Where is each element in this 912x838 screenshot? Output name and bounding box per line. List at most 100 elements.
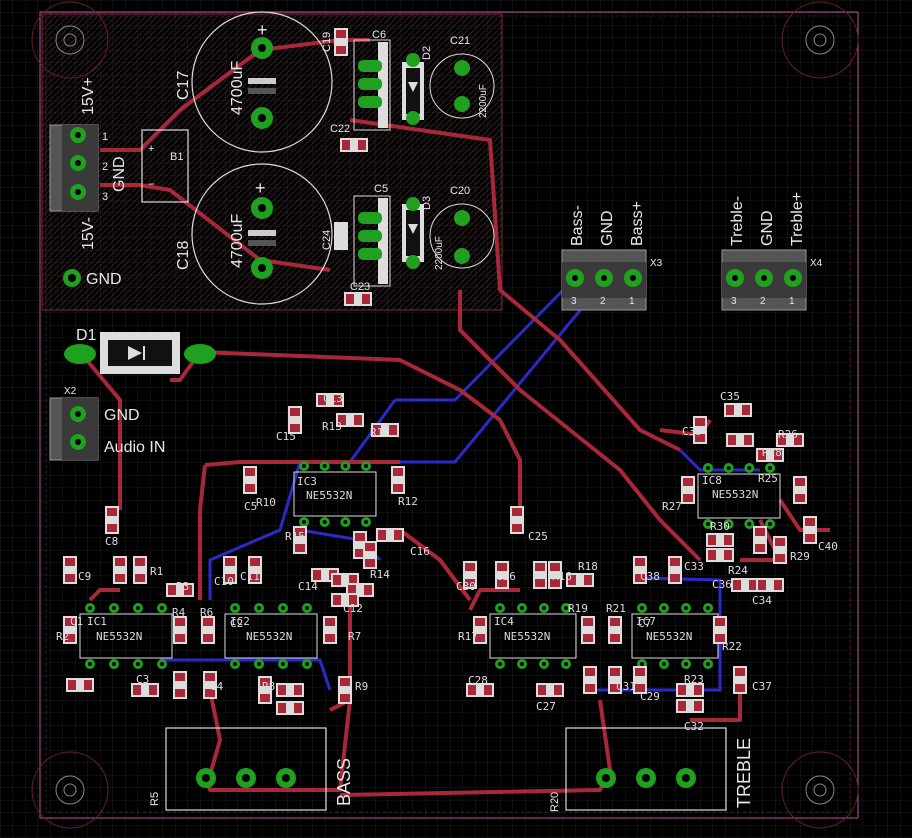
diode-d3[interactable]: D3: [402, 196, 433, 269]
component-label: C10: [214, 575, 234, 588]
gnd-testpoint[interactable]: GND: [63, 269, 122, 288]
component-label: R30: [710, 520, 730, 533]
ic-pin-hole: [542, 606, 546, 610]
smd-pad: [715, 634, 725, 642]
smd-pad: [333, 595, 341, 605]
ic-pin-hole: [662, 662, 666, 666]
connector-treble[interactable]: 3 2 1 X4: [721, 249, 823, 311]
c24-ref: C24: [321, 230, 333, 250]
smd-c19[interactable]: C19: [321, 28, 348, 56]
treble-pin2: 2: [760, 296, 766, 307]
smd-pad: [724, 550, 732, 560]
pot-r5-ref: R5: [149, 792, 161, 806]
x1-label-15v-minus: 15V-: [80, 217, 97, 250]
ic-pin-hole: [305, 606, 309, 610]
smd-pad: [795, 478, 805, 486]
cap-c17[interactable]: + 4700uF C17: [175, 11, 333, 153]
smd-c23[interactable]: C23: [344, 281, 372, 306]
svg-text:+: +: [257, 20, 268, 40]
bridge-rectifier-b1[interactable]: + − B1: [141, 129, 189, 203]
cap-c18[interactable]: + 4700uF C18: [175, 163, 333, 305]
ic-ic1[interactable]: IC1 NE5532N: [79, 613, 173, 659]
component-label: R23: [684, 673, 704, 686]
smd-pad: [175, 634, 185, 642]
diode-d2[interactable]: D2: [402, 46, 433, 125]
component-label: R9: [355, 680, 368, 693]
smd-pad: [678, 701, 686, 711]
smd-pad: [774, 580, 782, 590]
ic-pin-hole: [706, 662, 710, 666]
smd-pad: [115, 558, 125, 566]
smd-pad: [334, 395, 342, 405]
power-block: 1 2 3 15V+ GND 15V- + − B1 + 4700uF C17: [49, 11, 495, 306]
smd-pad: [724, 535, 732, 545]
smd-pad: [468, 685, 476, 695]
diode-d1[interactable]: D1: [64, 327, 216, 374]
cap-c20[interactable]: C20 2200uF: [429, 185, 495, 270]
ic-pin-hole: [520, 606, 524, 610]
ic-pin-hole: [322, 520, 327, 524]
smd-pad: [349, 595, 357, 605]
smd-pad: [758, 450, 766, 460]
smd-pad: [465, 579, 475, 587]
component-label: R6: [200, 606, 213, 619]
component-label: R11: [370, 426, 390, 439]
ic-pin-hole: [640, 662, 644, 666]
component-label: R14: [370, 568, 390, 581]
regulator-c6[interactable]: C6: [353, 29, 391, 131]
pot-bass[interactable]: R5 BASS: [149, 727, 354, 811]
smd-pad: [355, 549, 365, 557]
smd-pad: [583, 618, 593, 626]
b1-label: B1: [170, 151, 183, 163]
component-label: C37: [752, 680, 772, 693]
smd-pad: [135, 558, 145, 566]
regulator-c5[interactable]: C5: [353, 183, 391, 287]
smd-pad: [175, 673, 185, 681]
bass-pin1: 1: [629, 296, 635, 307]
ic-pin-hole: [768, 466, 772, 470]
smd-pad: [354, 415, 362, 425]
smd-pad: [497, 563, 507, 571]
component-label: C28: [468, 674, 488, 687]
smd-pad: [550, 563, 560, 571]
ic8-part: NE5532N: [712, 488, 758, 501]
component-label: C9: [78, 570, 91, 583]
pot-treble[interactable]: R20 TREBLE: [549, 727, 754, 812]
cap-c21[interactable]: C21 2200uF: [429, 35, 495, 119]
component-label: R24: [728, 564, 748, 577]
ic7-part: NE5532N: [646, 630, 692, 643]
ic-ic8[interactable]: IC8 NE5532N: [697, 473, 781, 519]
smd-pad: [550, 579, 560, 587]
smd-pad: [260, 694, 270, 702]
smd-pad: [742, 405, 750, 415]
ic-pin-pads: [85, 461, 775, 669]
component-label: C15: [276, 430, 296, 443]
component-label: C13: [323, 392, 343, 405]
bass-label-plus: Bass+: [629, 201, 646, 246]
smd-pad: [290, 408, 300, 416]
treble-label-plus: Treble+: [789, 192, 806, 246]
component-label: R27: [662, 500, 682, 513]
connector-x1[interactable]: 1 2 3: [49, 124, 108, 212]
smd-pad: [584, 575, 592, 585]
smd-pad: [250, 574, 260, 582]
ic-ic3[interactable]: IC3 NE5532N: [293, 471, 377, 517]
ic-ic2[interactable]: IC2 NE5532N: [224, 613, 318, 659]
smd-pad: [313, 570, 321, 580]
ic-pin-hole: [542, 662, 546, 666]
smd-pad: [635, 574, 645, 582]
smd-pad: [84, 680, 92, 690]
smd-pad: [695, 434, 705, 442]
connector-x2[interactable]: X2 GND Audio IN: [49, 386, 165, 461]
ic-pin-hole: [726, 522, 731, 526]
ic-pin-hole: [364, 520, 368, 524]
smd-pad: [775, 554, 785, 562]
ic-ic4[interactable]: IC4 NE5532N: [489, 613, 577, 659]
connector-bass[interactable]: 3 2 1 X3: [561, 249, 663, 311]
smd-pad: [733, 580, 741, 590]
ic4-part: NE5532N: [504, 630, 550, 643]
component-label: R25: [758, 472, 778, 485]
component-label: C36: [712, 578, 732, 591]
smd-c22[interactable]: C22: [330, 123, 368, 152]
smd-c24[interactable]: C24: [321, 222, 348, 250]
